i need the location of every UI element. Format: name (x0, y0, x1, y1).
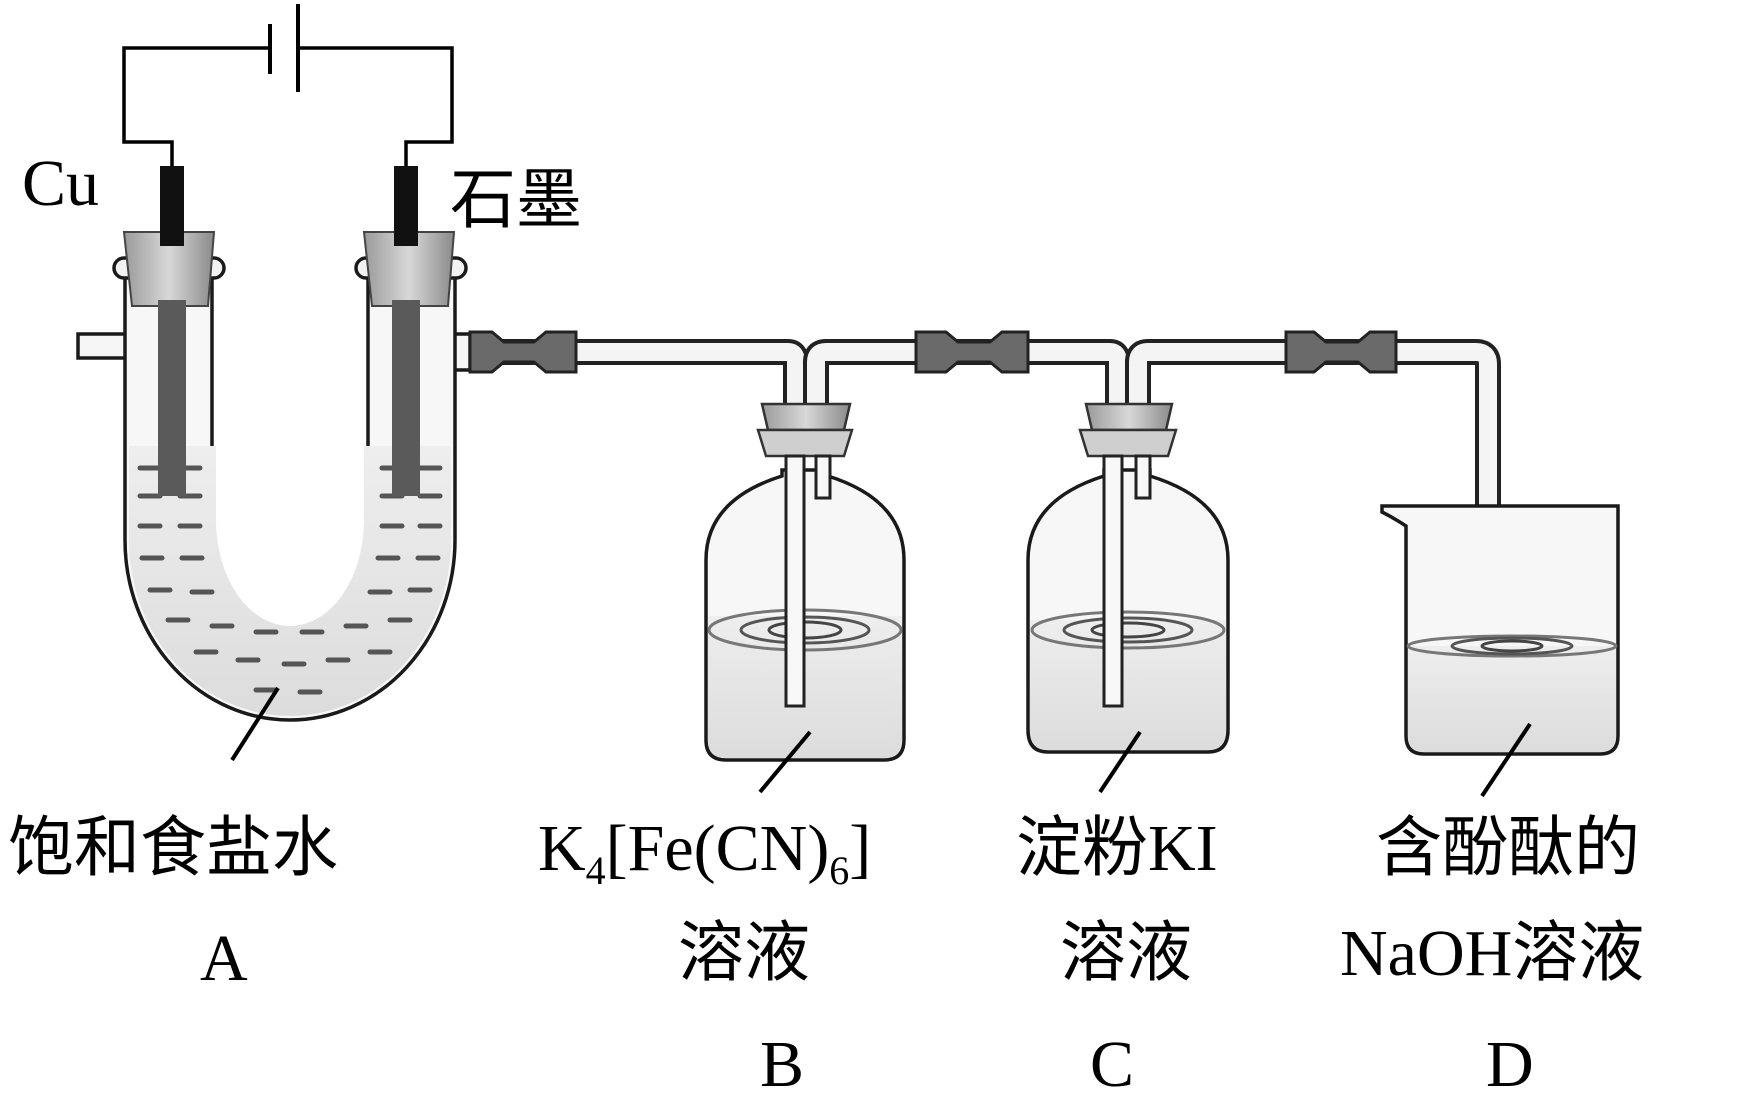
cu-electrode-rod (158, 300, 186, 496)
label-letter-c: C (1090, 1028, 1134, 1101)
label-solution-b: K4[Fe(CN)6] (538, 812, 871, 893)
pointer-b (758, 730, 812, 794)
connector-3 (1284, 330, 1398, 374)
connector-1 (468, 330, 578, 374)
label-letter-b: B (760, 1028, 804, 1101)
power-circuit (122, 4, 454, 166)
brine-liquid (129, 446, 451, 716)
label-b-sub4: 4 (586, 848, 606, 893)
side-arm-left (76, 332, 125, 360)
side-arm-right (455, 332, 472, 372)
stopper-right (362, 231, 456, 307)
label-solution-c-line2: 溶液 (1060, 917, 1192, 990)
label-letter-d: D (1486, 1028, 1534, 1101)
beaker-d (1380, 504, 1620, 798)
bottle-c (1026, 402, 1230, 794)
u-tube-a (76, 166, 472, 762)
label-solution-d-line2: NaOH溶液 (1340, 917, 1644, 990)
label-b-k: K (538, 812, 586, 885)
pointer-a (230, 686, 280, 762)
bottle-b (704, 402, 906, 794)
label-solution-b-line2: 溶液 (678, 917, 810, 990)
label-letter-a: A (200, 922, 248, 995)
pointer-c (1098, 730, 1142, 794)
label-graphite: 石墨 (450, 164, 582, 237)
graphite-electrode-top (394, 166, 418, 246)
label-b-mid: [Fe(CN) (606, 812, 830, 885)
label-b-end: ] (849, 812, 871, 885)
wire-right (300, 46, 454, 166)
label-solution-d-line1: 含酚酞的 (1376, 812, 1640, 885)
label-cu: Cu (22, 147, 99, 220)
label-solution-a: 饱和食盐水 (8, 812, 338, 885)
label-solution-c-line1: 淀粉KI (1016, 812, 1218, 885)
cu-electrode-top (160, 166, 184, 246)
wire-left (122, 46, 268, 166)
connector-2 (914, 330, 1030, 374)
gas-tubing (468, 330, 1501, 700)
label-b-sub6: 6 (829, 848, 849, 893)
graphite-electrode-rod (392, 300, 420, 496)
pointer-d (1480, 722, 1532, 798)
